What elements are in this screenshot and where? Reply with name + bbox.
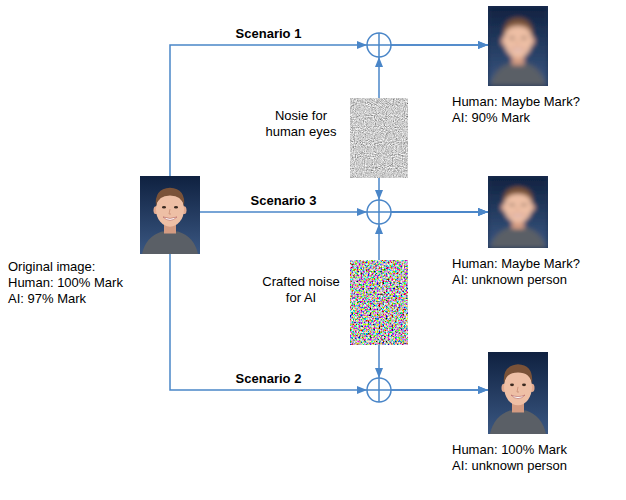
connector-line xyxy=(391,211,488,213)
connector xyxy=(379,212,488,260)
connector xyxy=(379,178,488,212)
caption: Human: Maybe Mark?AI: 90% Mark xyxy=(452,94,580,126)
caption-text: AI: unknown person xyxy=(452,458,567,474)
connector-line xyxy=(378,345,380,378)
caption-text: Crafted noise for AI xyxy=(260,274,342,306)
noise-image: Nosie for human eyes xyxy=(350,98,408,178)
caption: Crafted noise for AI xyxy=(260,274,342,306)
caption-text: Nosie for human eyes xyxy=(260,108,342,140)
face-photo xyxy=(140,176,200,254)
caption: Original image:Human: 100% MarkAI: 97% M… xyxy=(8,259,123,307)
scenario-label: Scenario 2 xyxy=(234,371,304,387)
connector-line xyxy=(378,178,380,200)
connector xyxy=(379,45,488,98)
connector xyxy=(170,254,488,390)
scenario-label: Scenario 1 xyxy=(234,26,304,42)
plus-circle xyxy=(367,378,391,402)
caption-text: Human: Maybe Mark? xyxy=(452,256,580,272)
connector-line xyxy=(170,254,367,390)
connector-line xyxy=(391,389,488,391)
caption: Human: Maybe Mark?AI: unknown person xyxy=(452,256,580,288)
caption-text: Human: Maybe Mark? xyxy=(452,94,580,110)
caption: Nosie for human eyes xyxy=(260,108,342,140)
caption-text: Human: 100% Mark xyxy=(8,275,123,291)
connector xyxy=(170,45,488,176)
photo-node: Original image:Human: 100% MarkAI: 97% M… xyxy=(140,176,200,254)
connector-line xyxy=(170,45,367,176)
connector-line xyxy=(391,211,488,213)
connector xyxy=(379,345,488,390)
scenario-label: Scenario 3 xyxy=(249,193,319,209)
connector-line xyxy=(391,211,488,213)
face-photo xyxy=(488,176,548,248)
photo-node: Human: Maybe Mark?AI: 90% Mark xyxy=(488,6,548,86)
noise-human xyxy=(350,98,408,178)
photo-node: Human: 100% MarkAI: unknown person xyxy=(488,352,548,434)
photo-node: Human: Maybe Mark?AI: unknown person xyxy=(488,176,548,248)
plus-circle xyxy=(367,33,391,57)
caption-text: AI: unknown person xyxy=(452,272,580,288)
face-photo xyxy=(488,6,548,86)
connector-line xyxy=(378,224,380,260)
connector-line xyxy=(200,211,367,213)
noise-image: Crafted noise for AI xyxy=(350,260,408,345)
connector-line xyxy=(391,389,488,391)
caption-text: Original image: xyxy=(8,259,123,275)
noise-adversarial xyxy=(350,260,408,345)
caption: Human: 100% MarkAI: unknown person xyxy=(452,442,567,474)
face-photo xyxy=(488,352,548,434)
connector-line xyxy=(391,44,488,46)
plus-circle xyxy=(367,200,391,224)
connector-line xyxy=(378,57,380,98)
caption-text: Human: 100% Mark xyxy=(452,442,567,458)
connector-line xyxy=(391,44,488,46)
caption-text: AI: 97% Mark xyxy=(8,291,123,307)
connector xyxy=(200,212,488,213)
caption-text: AI: 90% Mark xyxy=(452,110,580,126)
